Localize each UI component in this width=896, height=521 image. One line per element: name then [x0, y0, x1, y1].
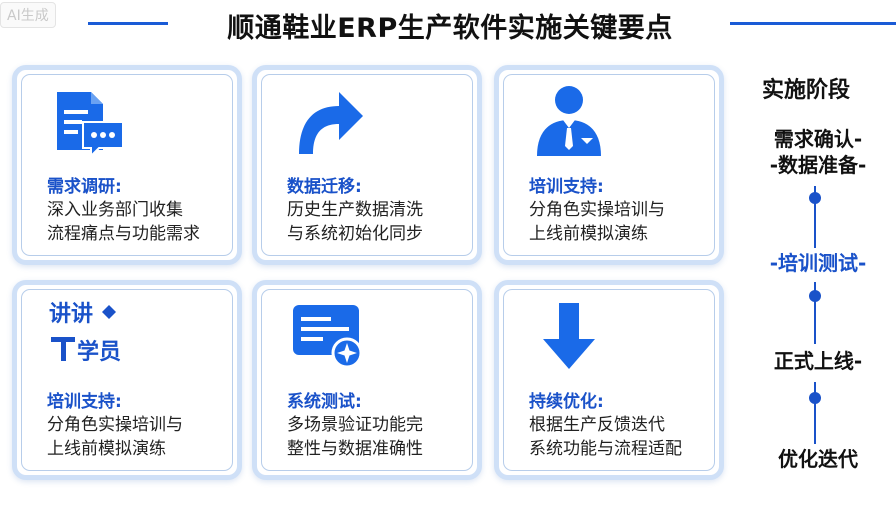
card-description: 分角色实操培训与 上线前模拟演练 [529, 198, 725, 246]
stage-connector [808, 382, 822, 444]
stage-training-testing: -培训测试- [740, 250, 896, 276]
card-description: 分角色实操培训与 上线前模拟演练 [47, 413, 243, 461]
card-description-line: 分角色实操培训与 [529, 200, 665, 220]
card-heading: 数据迁移: [287, 177, 362, 197]
card-description-line: 系统功能与流程适配 [529, 439, 682, 459]
title-row: 顺通鞋业ERP生产软件实施关键要点 [0, 0, 896, 46]
implementation-stages-panel: 实施阶段 需求确认- -数据准备- -培训测试- 正式上线- 优化迭代 [740, 0, 896, 521]
card-inner-border [503, 289, 715, 471]
card-description-line: 历史生产数据清洗 [287, 200, 423, 220]
card-system-testing: 系统测试: 多场景验证功能完 整性与数据准确性 [252, 280, 482, 480]
card-heading: 持续优化: [529, 392, 604, 412]
card-description-line: 根据生产反馈迭代 [529, 415, 665, 435]
lecture-student-icon: 讲讲 学员 [49, 302, 121, 365]
stage-label: 优化迭代 [778, 447, 858, 471]
stage-label: -数据准备- [769, 153, 867, 177]
card-inner-border [261, 74, 473, 256]
card-training-support: 培训支持: 分角色实操培训与 上线前模拟演练 [494, 65, 724, 265]
card-continuous-optimization: 持续优化: 根据生产反馈迭代 系统功能与流程适配 [494, 280, 724, 480]
card-description: 根据生产反馈迭代 系统功能与流程适配 [529, 413, 725, 461]
lecture-bottom-label: 学员 [77, 339, 121, 365]
card-description-line: 上线前模拟演练 [47, 439, 166, 459]
stage-optimize-iterate: 优化迭代 [740, 446, 896, 472]
lecture-top-label: 讲讲 [49, 302, 93, 327]
card-training-support-lecture: 讲讲 学员 培训支持: 分角色实操培训与 上线前模拟演练 [12, 280, 242, 480]
card-heading: 需求调研: [47, 177, 122, 197]
document-chat-icon [57, 92, 124, 159]
card-description: 深入业务部门收集 流程痛点与功能需求 [47, 198, 243, 246]
business-person-icon [537, 86, 601, 156]
down-arrow-icon [543, 303, 595, 369]
stages-title: 实施阶段 [762, 78, 851, 103]
card-description: 历史生产数据清洗 与系统初始化同步 [287, 198, 483, 246]
ai-generated-watermark: AI生成 [0, 2, 56, 28]
card-inner-border [503, 74, 715, 256]
stage-connector [808, 186, 822, 248]
title-decor-line-left [88, 22, 168, 25]
card-description-line: 与系统初始化同步 [287, 224, 423, 244]
title-decor-line-right [730, 22, 896, 25]
stage-label: 正式上线- [773, 349, 863, 373]
card-inner-border [21, 289, 233, 471]
card-description-line: 整性与数据准确性 [287, 439, 423, 459]
stage-connector [808, 282, 822, 344]
card-heading: 培训支持: [529, 177, 604, 197]
browser-window-icon [293, 305, 363, 369]
card-description-line: 深入业务部门收集 [47, 200, 183, 220]
stage-label: 需求确认- [773, 127, 863, 151]
card-description-line: 分角色实操培训与 [47, 415, 183, 435]
card-heading: 培训支持: [47, 392, 122, 412]
stage-requirements-data: 需求确认- -数据准备- [740, 126, 896, 178]
card-description-line: 上线前模拟演练 [529, 224, 648, 244]
stage-label: -培训测试- [769, 251, 867, 275]
card-data-migration: 数据迁移: 历史生产数据清洗 与系统初始化同步 [252, 65, 482, 265]
page-title: 顺通鞋业ERP生产软件实施关键要点 [227, 13, 673, 44]
card-description: 多场景验证功能完 整性与数据准确性 [287, 413, 483, 461]
card-inner-border [261, 289, 473, 471]
stage-go-live: 正式上线- [740, 348, 896, 374]
card-heading: 系统测试: [287, 392, 362, 412]
card-description-line: 多场景验证功能完 [287, 415, 423, 435]
card-description-line: 流程痛点与功能需求 [47, 224, 200, 244]
curved-arrow-icon [299, 92, 363, 154]
card-inner-border [21, 74, 233, 256]
card-requirements-research: 需求调研: 深入业务部门收集 流程痛点与功能需求 [12, 65, 242, 265]
